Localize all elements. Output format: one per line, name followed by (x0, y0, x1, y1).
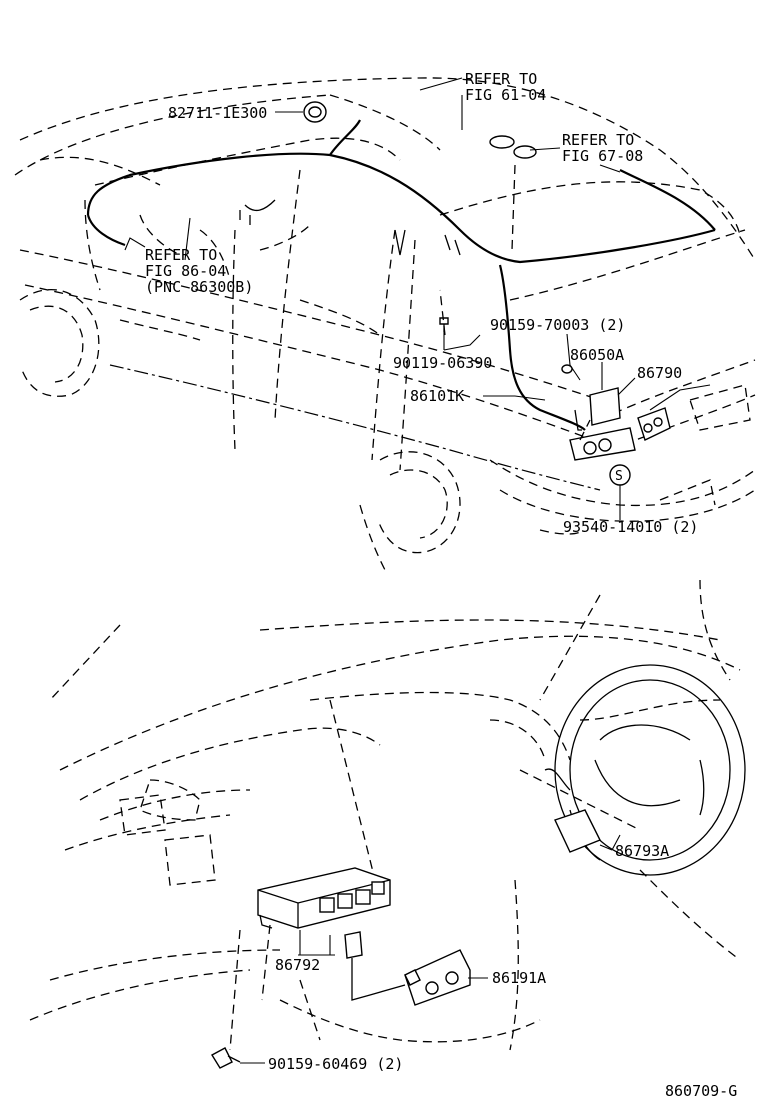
part-90159-60469-label: 90159-60469 (2) (268, 1055, 403, 1073)
part-86793a-label: 86793A (615, 842, 669, 860)
control-unit-86792 (257, 867, 391, 929)
part-86050a-label: 86050A (570, 346, 624, 364)
lower-labels: 86793A 86792 86191A 90159-60469 (2) (268, 842, 669, 1073)
ref-61-04-line2: FIG 61-04 (465, 86, 546, 104)
part-86191a-label: 86191A (492, 969, 546, 987)
lower-leader-lines (229, 834, 621, 1064)
bolt-symbol-s: S (609, 464, 631, 486)
part-86792-label: 86792 (275, 956, 320, 974)
part-90159-70003-label: 90159-70003 (2) (490, 316, 625, 334)
amplifier-86790 (637, 407, 671, 441)
part-86790-label: 86790 (637, 364, 682, 382)
dashboard-outline (29, 579, 741, 1051)
car-body-outline (14, 77, 756, 571)
part-93540-label: 93540-14010 (2) (563, 518, 698, 536)
ref-61-04-line1: REFER TO (465, 70, 537, 88)
antenna-cord-harness (86, 119, 716, 431)
bolt-symbol-text: S (615, 469, 623, 484)
bolt-90159-70003 (561, 364, 573, 374)
ref-86-04-line3: (PNC 86300B) (145, 278, 253, 296)
ref-67-08-line1: REFER TO (562, 131, 634, 149)
ref-86-04-line1: REFER TO (145, 246, 217, 264)
speaker-part-82711 (303, 101, 327, 123)
part-82711-label: 82711-1E300 (168, 104, 267, 122)
bracket-86050a (574, 387, 621, 431)
figure-id: 860709-G (665, 1082, 737, 1100)
buzzer-86191a (404, 949, 471, 1006)
bolt-90159-60469 (211, 1047, 241, 1069)
connector-cluster (569, 427, 636, 461)
room-lamp-part (489, 135, 537, 159)
upper-labels: REFER TO FIG 61-04 82711-1E300 REFER TO … (145, 70, 698, 536)
ref-86-04-line2: FIG 86-04 (145, 262, 226, 280)
sensor-86793a (544, 768, 601, 853)
upper-leader-lines (124, 77, 711, 520)
connector-lower (344, 931, 406, 1001)
part-86101k-label: 86101K (410, 387, 464, 405)
ref-67-08-line2: FIG 67-08 (562, 147, 643, 165)
steering-wheel (554, 664, 746, 876)
part-90119-label: 90119-06390 (393, 354, 492, 372)
